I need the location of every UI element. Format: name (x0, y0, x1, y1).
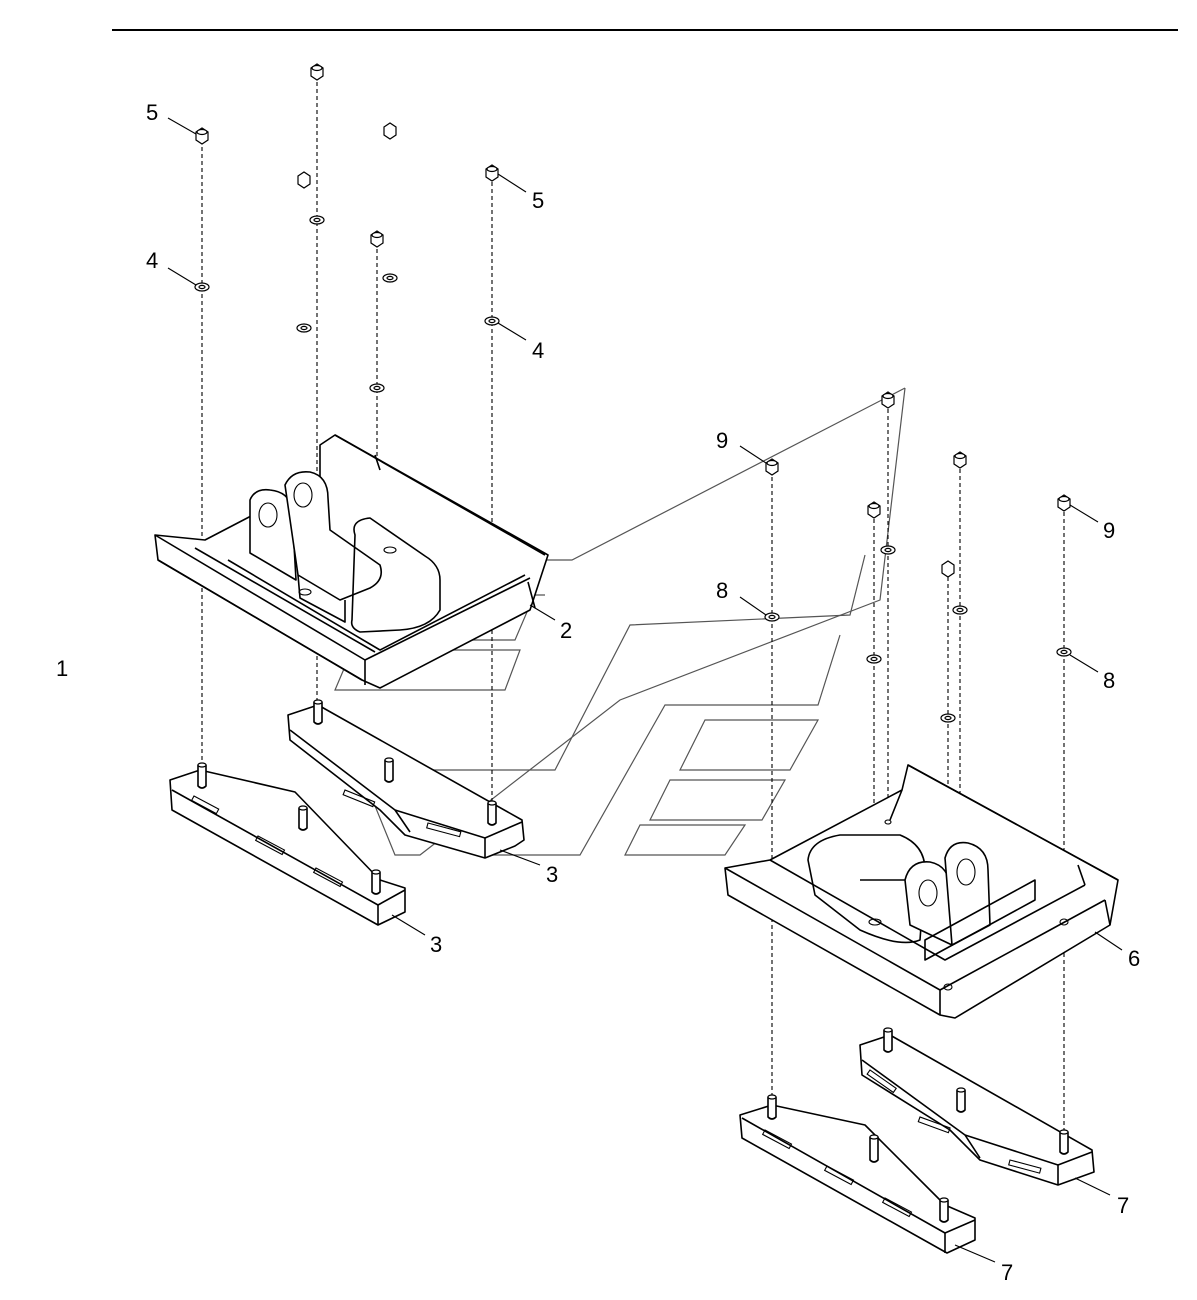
washer-icon (880, 545, 896, 555)
callout-8-right: 8 (1103, 668, 1115, 693)
washer-icon (952, 605, 968, 615)
nut-icon (370, 230, 384, 248)
callout-4-left: 4 (146, 248, 158, 273)
right-hardware (764, 391, 1072, 723)
nut-icon (941, 560, 955, 578)
left-hardware (194, 63, 500, 393)
rail-left-upper (287, 699, 525, 859)
callout-7-lower: 7 (1001, 1260, 1013, 1285)
callout-labels: 1 2 3 3 4 4 5 5 6 7 7 8 8 9 9 (56, 100, 1140, 1285)
nut-icon (485, 164, 499, 182)
callout-9-right: 9 (1103, 518, 1115, 543)
nut-icon (195, 127, 209, 145)
washer-icon (194, 282, 210, 292)
washer-icon (369, 383, 385, 393)
callout-4-right: 4 (532, 338, 544, 363)
callout-3-upper: 3 (546, 862, 558, 887)
callout-1: 1 (56, 656, 68, 681)
washer-icon (940, 713, 956, 723)
callout-3-lower: 3 (430, 932, 442, 957)
washer-icon (764, 612, 780, 622)
nut-icon (383, 122, 397, 140)
plate-left (154, 434, 549, 689)
washer-icon (484, 316, 500, 326)
callout-8-left: 8 (716, 578, 728, 603)
washer-icon (1056, 647, 1072, 657)
callout-2: 2 (560, 618, 572, 643)
washer-icon (866, 654, 882, 664)
nut-icon (310, 63, 324, 81)
nut-icon (1057, 494, 1071, 512)
nut-icon (953, 451, 967, 469)
washer-icon (382, 273, 398, 283)
callout-7-upper: 7 (1117, 1193, 1129, 1218)
washer-icon (296, 323, 312, 333)
callout-6: 6 (1128, 946, 1140, 971)
nut-icon (867, 501, 881, 519)
callout-5-left: 5 (146, 100, 158, 125)
rail-left-lower (169, 762, 406, 926)
rail-right-lower (739, 1094, 976, 1254)
leader-lines (167, 117, 1123, 1263)
rail-right-upper (859, 1027, 1095, 1186)
nut-icon (765, 458, 779, 476)
washer-icon (309, 215, 325, 225)
nut-icon (297, 171, 311, 189)
nut-icon (881, 391, 895, 409)
callout-5-right: 5 (532, 188, 544, 213)
callout-9-left: 9 (716, 428, 728, 453)
plate-right (724, 764, 1119, 1019)
right-assembly-axes (771, 402, 1065, 1130)
